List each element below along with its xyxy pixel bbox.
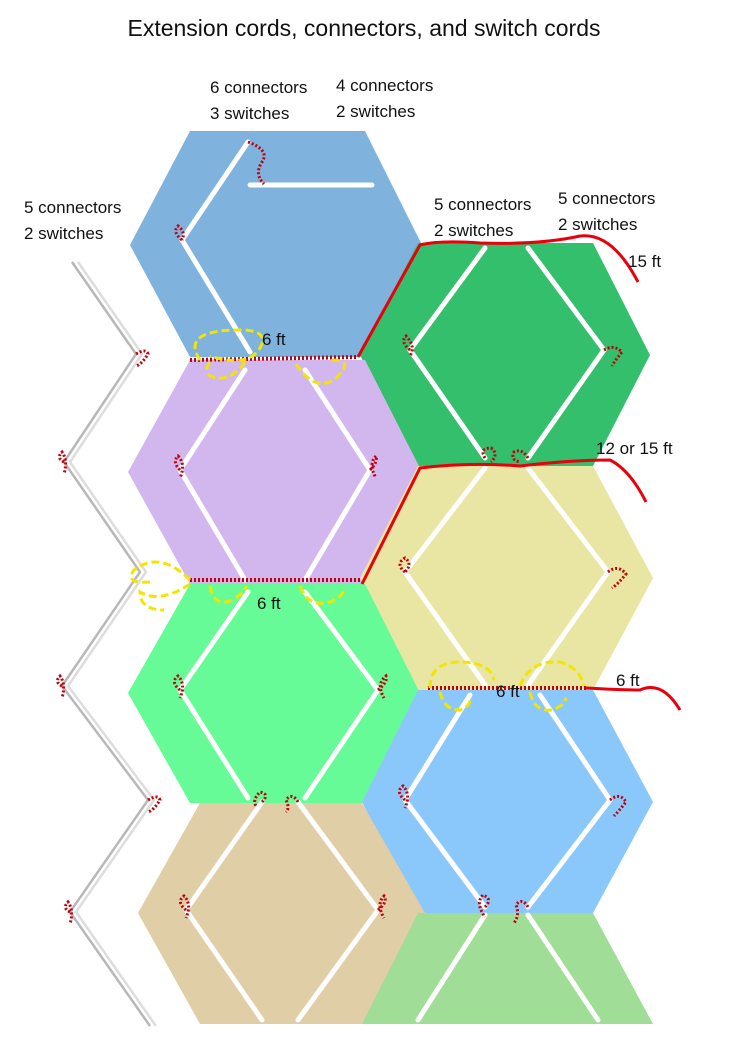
length-label-switch-middle: 6 ft [257, 594, 281, 613]
connector [368, 453, 378, 479]
panels [128, 131, 653, 1024]
length-label-switch-top: 6 ft [262, 330, 286, 349]
group-label-connectors: 5 connectors [24, 198, 121, 217]
extension-cord-top [356, 234, 640, 358]
panel-mint [128, 584, 420, 803]
connector [179, 894, 191, 919]
panel-light-blue [362, 690, 653, 913]
connector [173, 674, 185, 699]
connector [398, 556, 411, 574]
switch-loop [294, 358, 347, 386]
panel-yellow [360, 466, 653, 690]
connector [402, 333, 414, 357]
connector [511, 449, 530, 464]
extension-cords [356, 234, 682, 711]
connector [174, 224, 185, 242]
group-label-connectors: 5 connectors [558, 189, 655, 208]
connector [57, 449, 68, 475]
light-string [525, 912, 601, 1023]
connector [247, 140, 266, 186]
switch-loops [129, 328, 586, 712]
switch-loop [193, 328, 264, 362]
connector [63, 899, 74, 925]
switch-loop [528, 691, 568, 712]
connector [481, 446, 497, 464]
connector [512, 900, 530, 924]
group-label-connectors: 5 connectors [434, 195, 531, 214]
group-labels: 6 connectors 3 switches 4 connectors 2 s… [24, 76, 655, 243]
spare-string [66, 261, 158, 1027]
length-label-switch-bottom: 6 ft [496, 682, 520, 701]
group-label-switches: 2 switches [434, 221, 513, 240]
switch-loop [428, 660, 496, 689]
panel-purple [128, 360, 422, 584]
switch-loop [438, 691, 472, 712]
switch-loop [208, 585, 248, 604]
group-label-switches: 3 switches [210, 104, 289, 123]
switch-loop [518, 660, 586, 687]
switch-loop [129, 560, 192, 584]
connector [147, 795, 162, 814]
connector [607, 567, 628, 590]
group-label-switches: 2 switches [24, 224, 103, 243]
length-labels: 15 ft 12 or 15 ft 6 ft 6 ft 6 ft 6 ft [257, 252, 673, 701]
panel-tan [138, 803, 425, 1024]
connector [603, 345, 625, 367]
group-label-connectors: 6 connectors [210, 78, 307, 97]
connector [284, 795, 300, 814]
extension-cord-bottom [585, 686, 682, 711]
switch-loop [205, 358, 247, 380]
connector [55, 673, 66, 699]
connector [377, 893, 387, 919]
length-label-middle-right: 12 or 15 ft [596, 439, 673, 458]
group-label-switches: 2 switches [558, 215, 637, 234]
length-label-bottom-right: 6 ft [616, 671, 640, 690]
connector [377, 673, 388, 699]
panel-dark-green [360, 243, 650, 466]
connector [173, 453, 185, 479]
group-label-connectors: 4 connectors [336, 76, 433, 95]
diagram-title: Extension cords, connectors, and switch … [127, 15, 600, 41]
connector [253, 790, 267, 807]
length-label-top-right: 15 ft [628, 252, 661, 271]
light-string [415, 912, 488, 1023]
connector [609, 795, 628, 818]
connectors [55, 140, 628, 925]
spare-string [60, 261, 152, 1027]
extension-cord-middle [360, 458, 648, 585]
connector [398, 784, 410, 809]
switch-loop [298, 585, 346, 605]
switch-loop [138, 582, 191, 612]
spare-strings [60, 261, 158, 1027]
group-label-switches: 2 switches [336, 102, 415, 121]
connector [135, 349, 150, 368]
connector [478, 893, 490, 918]
